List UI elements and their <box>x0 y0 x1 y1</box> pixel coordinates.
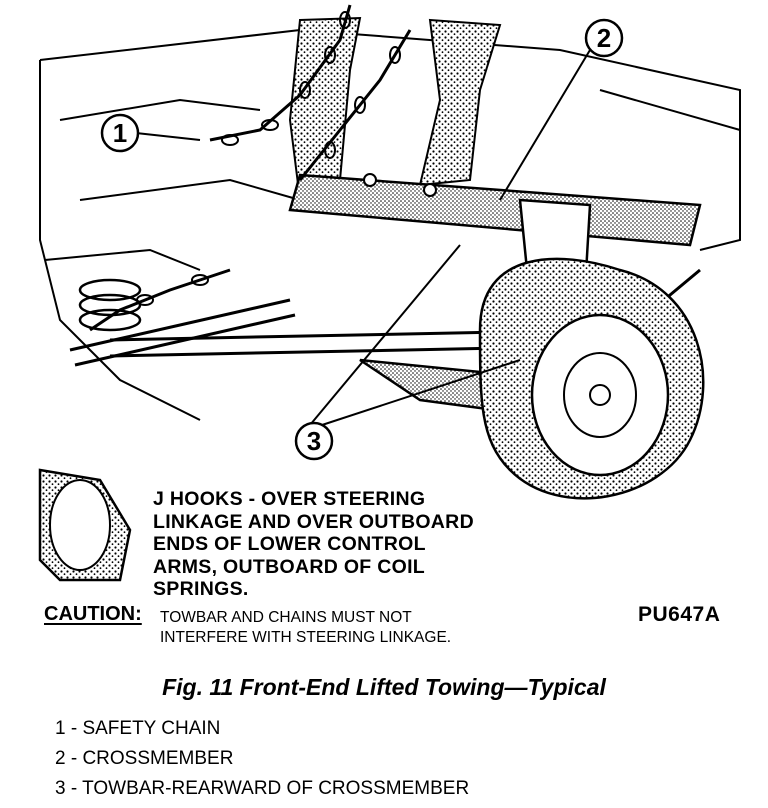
legend-item: 3 - TOWBAR-REARWARD OF CROSSMEMBER <box>55 778 470 799</box>
caution-label: CAUTION: <box>44 603 142 625</box>
legend-item: 2 - CROSSMEMBER <box>55 748 234 769</box>
drawing-id: PU647A <box>638 603 721 626</box>
j-hooks-note: J HOOKS - OVER STEERING LINKAGE AND OVER… <box>153 488 474 600</box>
callout-1: 1 <box>100 113 140 153</box>
vehicle-underbody <box>39 28 741 421</box>
coil-spring <box>78 278 142 332</box>
towing-illustration: 1 2 3 <box>38 4 741 582</box>
callout-1-label: 1 <box>113 118 127 148</box>
right-tire-tread <box>418 18 502 187</box>
right-front-wheel <box>478 257 705 500</box>
left-front-wheel <box>38 468 132 582</box>
callout-2: 2 <box>584 18 624 58</box>
leader-lines <box>135 49 591 426</box>
callout-3: 3 <box>294 421 334 461</box>
callout-2-label: 2 <box>597 23 611 53</box>
legend-list: 1 - SAFETY CHAIN 2 - CROSSMEMBER 3 - TOW… <box>55 714 469 804</box>
left-tire-tread <box>288 16 362 202</box>
figure-caption: Fig. 11 Front-End Lifted Towing—Typical <box>162 674 606 700</box>
callout-3-label: 3 <box>307 426 321 456</box>
legend-item: 1 - SAFETY CHAIN <box>55 718 221 739</box>
caution-text: TOWBAR AND CHAINS MUST NOT INTERFERE WIT… <box>160 609 452 646</box>
